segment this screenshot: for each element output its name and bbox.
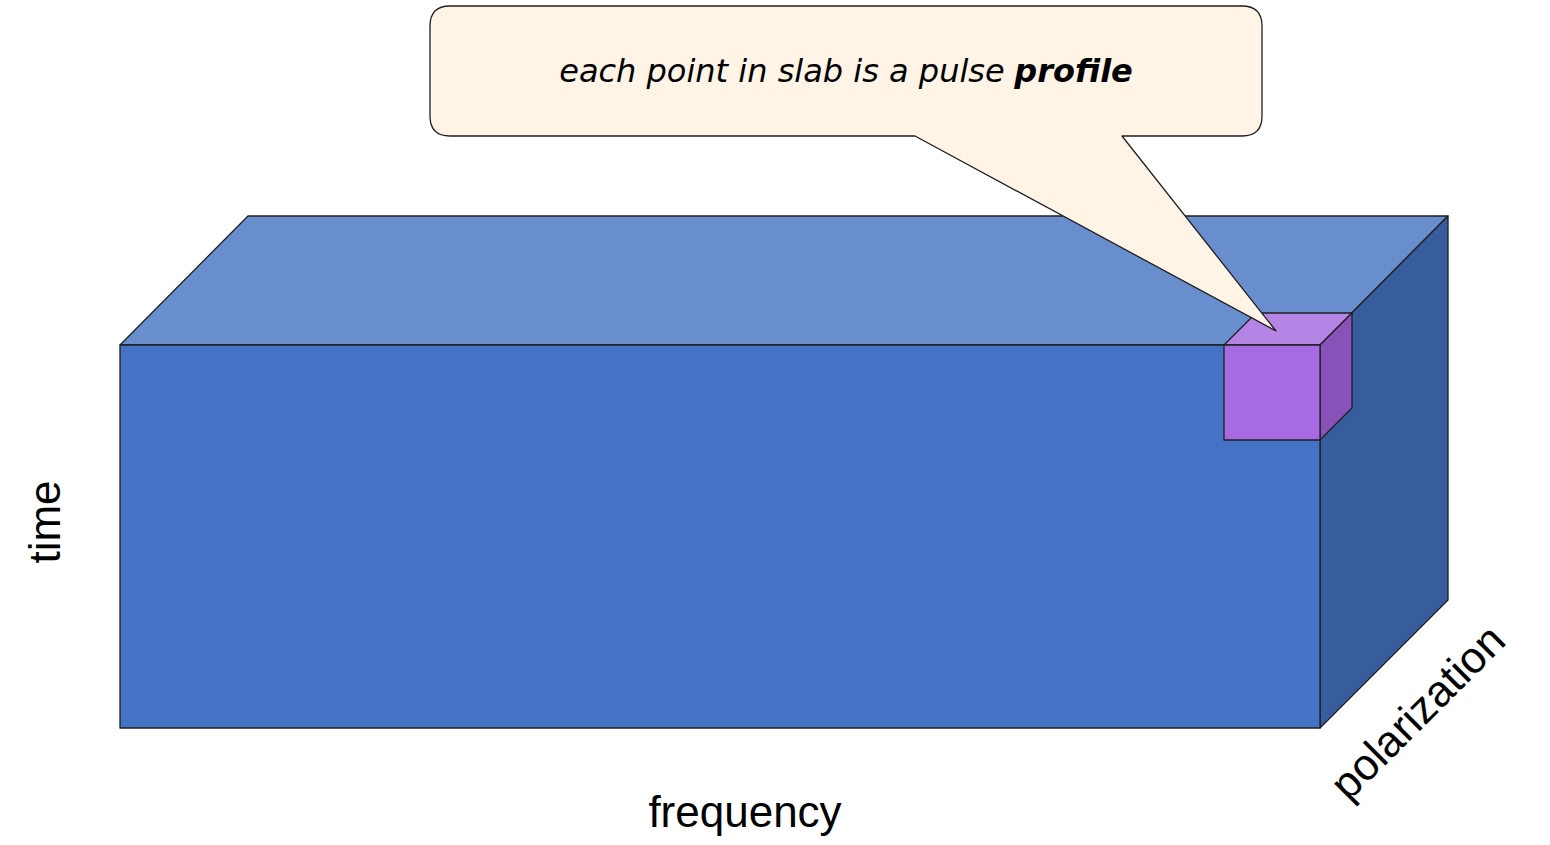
callout-bubble	[430, 6, 1276, 331]
cube-side-face	[1320, 313, 1352, 440]
slab-side-face	[1320, 216, 1448, 728]
slab-front-face	[120, 345, 1320, 728]
callout-box: each point in slab is a pulse profile	[430, 6, 1262, 136]
axis-label: frequency	[648, 790, 841, 834]
callout-emphasis: profile	[1014, 52, 1133, 90]
axis-label: time	[23, 480, 67, 563]
cube-front-face	[1224, 345, 1320, 440]
callout-text: each point in slab is a pulse	[559, 52, 1004, 90]
callout-text: each point in slab is a pulse profile	[559, 52, 1133, 90]
axis-label: polarization	[1323, 617, 1513, 807]
slab-top-face	[120, 216, 1448, 345]
